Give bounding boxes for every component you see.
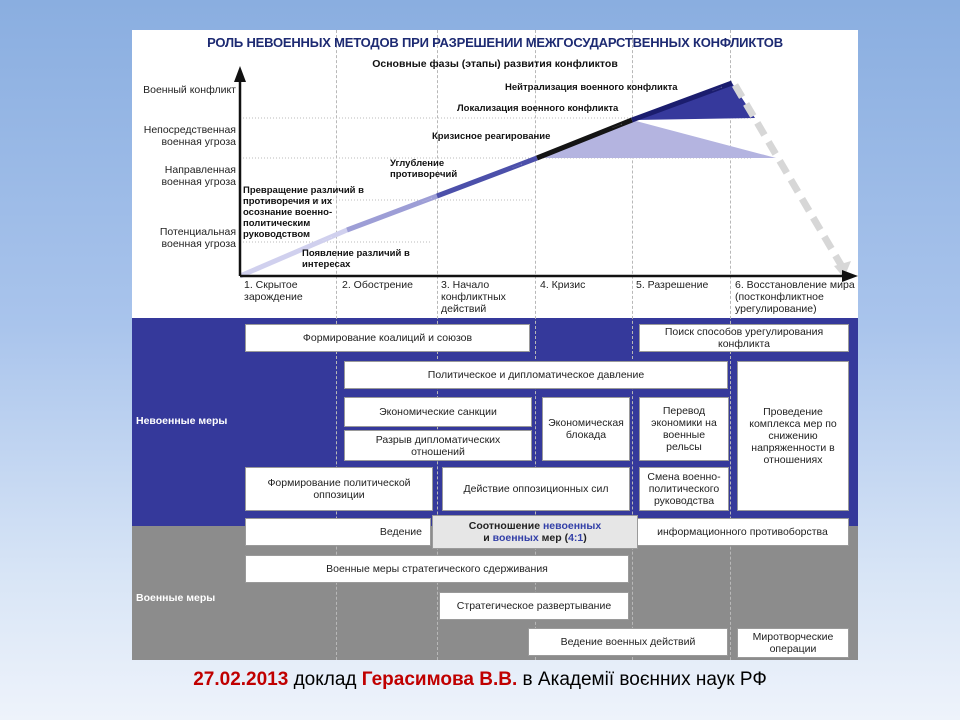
phase-label: Кризисное реагирование (432, 131, 551, 142)
stage-label: 2. Обострение (342, 279, 413, 291)
caption-text: доклад (288, 669, 362, 690)
box-strategic-deterrence: Военные меры стратегического сдерживания (245, 555, 629, 583)
nonmilitary-label: Невоенные меры (136, 415, 228, 427)
caption-date: 27.02.2013 (193, 669, 289, 690)
phase-label: Углубление противоречий (390, 158, 458, 180)
military-label: Военные меры (136, 592, 216, 604)
box-military-operations: Ведение военных действий (528, 628, 728, 656)
phase-chart (234, 66, 858, 282)
box-economy-transfer: Перевод экономики на военные рельсы (639, 397, 729, 461)
stage-divider (632, 30, 633, 660)
phase-label: Появление различий в интересах (302, 248, 410, 270)
y-level-label: Направленная военная угроза (161, 164, 236, 188)
y-axis-arrow (234, 66, 246, 82)
descent-arrowhead (834, 261, 851, 278)
slide-caption: 27.02.2013 доклад Герасимова В.В. в Акад… (0, 668, 960, 692)
caption-text: в Академії воєнних наук РФ (517, 669, 767, 690)
stage-label: 4. Кризис (540, 279, 586, 291)
ratio-text: ) (583, 532, 587, 544)
stage-divider (535, 30, 536, 660)
stage-label: 5. Разрешение (636, 279, 709, 291)
y-level-label: Непосредственная военная угроза (143, 124, 236, 148)
box-info-conduct: Ведение (245, 518, 431, 546)
diagram-title: РОЛЬ НЕВОЕННЫХ МЕТОДОВ ПРИ РАЗРЕШЕНИИ МЕ… (207, 35, 783, 50)
stage-label: 6. Восстановление мира (постконфликтное … (735, 279, 855, 315)
ratio-value: 4:1 (568, 532, 584, 544)
box-diplomatic-break: Разрыв дипломатических отношений (344, 430, 532, 461)
phase-label: Превращение различий в противоречия и их… (243, 185, 364, 240)
phase-line-3 (436, 155, 538, 199)
ratio-text: Соотношение (468, 520, 541, 532)
box-political-opposition: Формирование политической оппозиции (245, 467, 433, 511)
box-coalitions: Формирование коалиций и союзов (245, 324, 530, 352)
diagram-subtitle: Основные фазы (этапы) развития конфликто… (372, 58, 618, 70)
box-settlement-search: Поиск способов урегулирования конфликта (639, 324, 849, 352)
descent-line (731, 83, 848, 272)
phase-label: Локализация военного конфликта (457, 103, 619, 114)
box-opposition-forces: Действие оппозиционных сил (442, 467, 630, 511)
ratio-text: и (483, 532, 490, 544)
ratio-text: мер ( (541, 532, 569, 544)
box-info-confrontation: информационного противоборства (636, 518, 849, 546)
phase-line-2 (346, 193, 438, 233)
y-level-label: Военный конфликт (143, 84, 236, 96)
phase-label: Нейтрализация военного конфликта (505, 82, 678, 93)
box-leadership-change: Смена военно-политического руководства (639, 467, 729, 511)
stage-label: 3. Начало конфликтных действий (441, 279, 506, 315)
ratio-mil: военных (492, 532, 539, 544)
box-political-pressure: Политическое и дипломатическое давление (344, 361, 728, 389)
box-peacekeeping: Миротворческие операции (737, 628, 849, 658)
box-economic-sanctions: Экономические санкции (344, 397, 532, 427)
phase-line-1 (239, 227, 348, 279)
ratio-box: Соотношение невоенных и военных мер (4:1… (432, 515, 638, 549)
box-strategic-deployment: Стратегическое развертывание (439, 592, 629, 620)
stage-label: 1. Скрытое зарождение (244, 279, 303, 303)
x-axis-arrow (842, 270, 858, 282)
diagram-panel: РОЛЬ НЕВОЕННЫХ МЕТОДОВ ПРИ РАЗРЕШЕНИИ МЕ… (132, 30, 858, 660)
box-tension-reduction: Проведение комплекса мер по снижению нап… (737, 361, 849, 511)
box-economic-blockade: Экономическая блокада (542, 397, 630, 461)
y-level-label: Потенциальная военная угроза (159, 226, 236, 250)
crisis-area (537, 120, 776, 158)
ratio-nonmil: невоенных (542, 520, 602, 532)
caption-author: Герасимова В.В. (361, 669, 518, 690)
phase-line-5 (631, 80, 733, 123)
